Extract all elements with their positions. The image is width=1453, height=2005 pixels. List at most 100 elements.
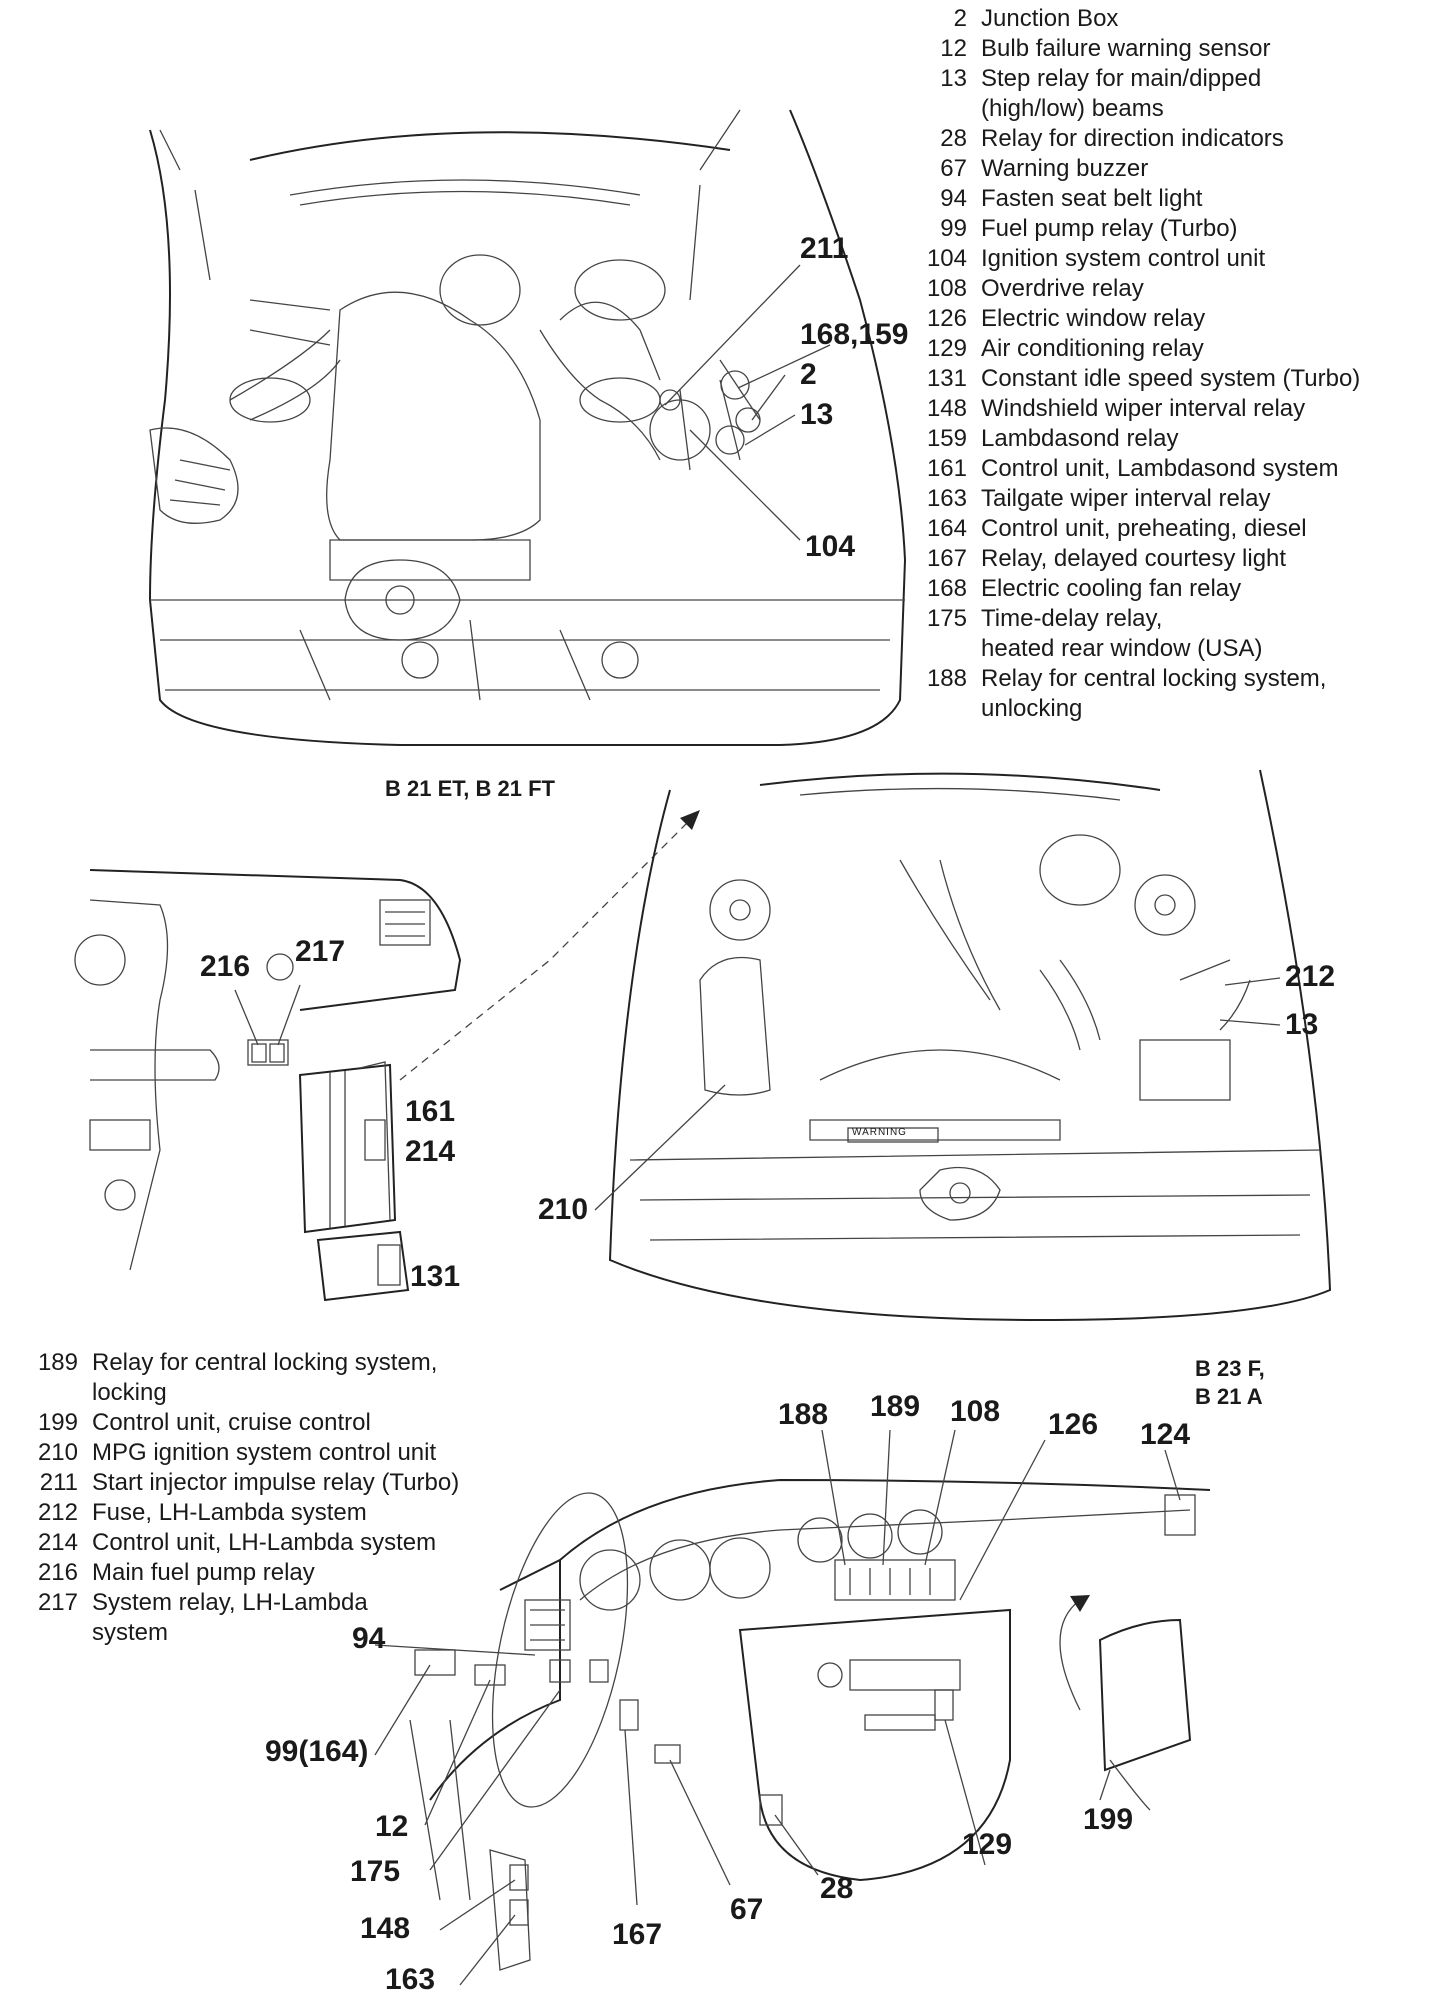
legend-item-text: Fuel pump relay (Turbo): [981, 215, 1238, 242]
legend-item-number: 211: [39, 1469, 78, 1496]
caption-b21-et-ft: B 21 ET, B 21 FT: [385, 776, 555, 801]
callout-126: 126: [1048, 1408, 1099, 1441]
legend-item-number: 129: [926, 335, 967, 362]
legend-item: 13 Step relay for main/dipped: [905, 64, 1360, 94]
legend-item-text: Control unit, LH-Lambda system: [92, 1529, 437, 1556]
callout-212: 212: [1285, 960, 1336, 993]
legend-item: 67 Warning buzzer: [905, 154, 1360, 184]
caption-line-1: B 23 F,: [1195, 1356, 1265, 1381]
warning-label: WARNING: [852, 1127, 907, 1138]
legend-item-text: Relay for central locking system,: [981, 665, 1327, 692]
legend-item: 188 Relay for central locking system,: [905, 664, 1360, 694]
legend-item-number: 13: [940, 65, 967, 92]
legend-item-number: 168: [926, 575, 967, 602]
legend-item-number: [18, 1618, 92, 1648]
callout-199: 199: [1083, 1803, 1134, 1836]
callout-12: 12: [375, 1810, 409, 1843]
legend-item-number: 148: [926, 395, 967, 422]
caption-line-2: B 21 A: [1195, 1384, 1263, 1409]
callout-104: 104: [805, 530, 856, 563]
callout-129: 129: [962, 1828, 1013, 1861]
legend-item: heated rear window (USA): [905, 634, 1360, 664]
legend-item-text: Start injector impulse relay (Turbo): [92, 1469, 460, 1496]
legend-item-text: Electric cooling fan relay: [981, 575, 1242, 602]
callout-124: 124: [1140, 1418, 1191, 1451]
legend-item: 168 Electric cooling fan relay: [905, 574, 1360, 604]
legend-item-number: 131: [926, 365, 967, 392]
dashboard-left-drawing: [74, 810, 700, 1302]
legend-item-number: 164: [926, 515, 967, 542]
callout-148: 148: [360, 1912, 411, 1945]
legend-item-number: 2: [953, 5, 967, 32]
callout-163: 163: [385, 1963, 436, 1996]
legend-item: (high/low) beams: [905, 94, 1360, 124]
legend-item-text: Electric window relay: [981, 305, 1206, 332]
legend-item-text: Warning buzzer: [981, 155, 1149, 182]
legend-item-text: Lambdasond relay: [981, 425, 1179, 452]
callout-108: 108: [950, 1395, 1001, 1428]
engine-bay-right-drawing: [608, 769, 1332, 1322]
legend-item-text: Control unit, preheating, diesel: [981, 515, 1307, 542]
legend-item-number: [905, 694, 981, 724]
callout-99-164: 99(164): [265, 1735, 369, 1768]
callout-28: 28: [820, 1872, 854, 1905]
legend-item: 164 Control unit, preheating, diesel: [905, 514, 1360, 544]
caption-b23f-b21a: B 23 F, B 21 A: [1195, 1355, 1265, 1411]
legend-item-number: 210: [37, 1439, 78, 1466]
legend-item-number: 161: [926, 455, 967, 482]
callout-189: 189: [870, 1390, 921, 1423]
leader-lines: [234, 264, 1281, 1986]
callout-2: 2: [800, 358, 817, 391]
legend-item-text: heated rear window (USA): [981, 635, 1263, 662]
legend-item-number: 163: [926, 485, 967, 512]
legend-item-text: Step relay for main/dipped: [981, 65, 1262, 92]
legend-item-number: 67: [940, 155, 967, 182]
callout-217: 217: [295, 935, 346, 968]
legend-item-number: 167: [926, 545, 967, 572]
callout-94: 94: [352, 1622, 386, 1655]
callout-13-top: 13: [800, 398, 834, 431]
legend-item-text: Tailgate wiper interval relay: [981, 485, 1271, 512]
legend-item: system: [18, 1618, 459, 1648]
legend-item-number: 108: [926, 275, 967, 302]
legend-item: 99 Fuel pump relay (Turbo): [905, 214, 1360, 244]
legend-item-number: 175: [926, 605, 967, 632]
legend-item-text: locking: [92, 1379, 167, 1406]
legend-item-number: 189: [37, 1349, 78, 1376]
legend-item-number: 199: [37, 1409, 78, 1436]
callout-67: 67: [730, 1893, 764, 1926]
legend-item-text: Bulb failure warning sensor: [981, 35, 1271, 62]
callout-167: 167: [612, 1918, 663, 1951]
interior-bottom-drawing: [409, 1478, 1211, 1971]
legend-item-text: Fasten seat belt light: [981, 185, 1203, 212]
engine-bay-top-drawing: [148, 109, 907, 746]
legend-item-number: [905, 634, 981, 664]
legend-item-number: 214: [37, 1529, 78, 1556]
legend-item: 126 Electric window relay: [905, 304, 1360, 334]
callout-168-159: 168,159: [800, 318, 909, 351]
legend-item-number: 188: [926, 665, 967, 692]
legend-item-number: 99: [940, 215, 967, 242]
legend-item: 163 Tailgate wiper interval relay: [905, 484, 1360, 514]
legend-item-text: Fuse, LH-Lambda system: [92, 1499, 367, 1526]
callout-161: 161: [405, 1095, 456, 1128]
legend-item: 211 Start injector impulse relay (Turbo): [18, 1468, 460, 1498]
legend-item-number: 126: [926, 305, 967, 332]
